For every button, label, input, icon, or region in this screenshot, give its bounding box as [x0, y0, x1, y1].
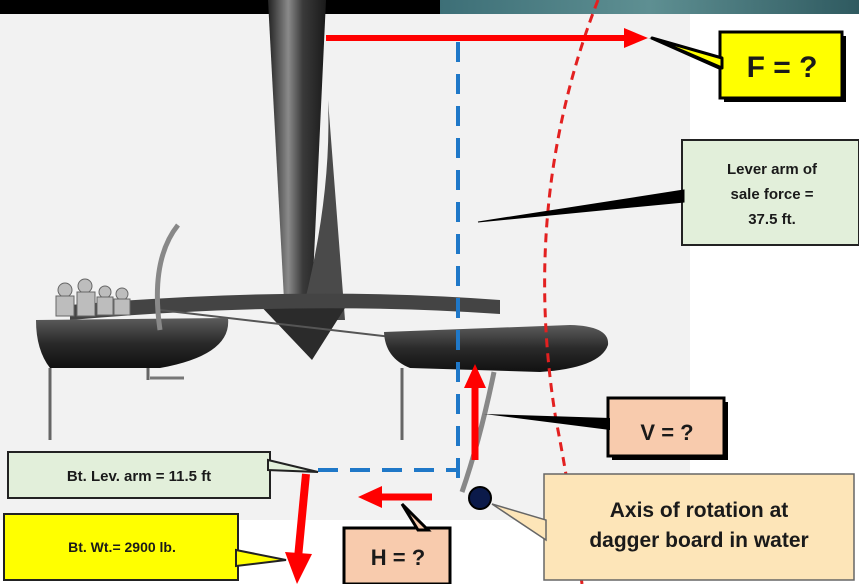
- force-arrow: [326, 28, 648, 48]
- axis-callout: [491, 473, 855, 581]
- boat-weight-label: Bt. Wt.= 2900 lb.: [68, 539, 176, 555]
- water-top-band: [440, 0, 859, 14]
- cross-beam: [70, 293, 500, 320]
- sail-lever-callout: [477, 139, 859, 246]
- daggerboard: [459, 371, 497, 493]
- vertical-callout: [484, 396, 728, 460]
- left-hull: [36, 318, 229, 368]
- vertical-force-label: V = ?: [640, 420, 694, 445]
- jib-sail: [300, 100, 345, 320]
- axis-of-rotation-label: Axis of rotation at dagger board in wate…: [589, 499, 809, 552]
- black-top-band: [0, 0, 440, 14]
- rotation-path: [543, 0, 600, 584]
- pivot-point-icon: [468, 486, 492, 510]
- weight-arrow: [285, 473, 312, 584]
- sail-lever-arm-label: Lever arm of sale force = 37.5 ft.: [726, 160, 818, 228]
- horizontal-arrow: [358, 486, 432, 508]
- crew-figures: [55, 278, 131, 317]
- force-label: F = ?: [746, 51, 818, 84]
- boat-lever-callout: [7, 451, 319, 499]
- right-hull: [384, 325, 609, 372]
- photo-background: [0, 0, 690, 520]
- catamaran-boat: [36, 0, 609, 493]
- force-callout: [648, 30, 846, 102]
- horizontal-force-label: H = ?: [370, 545, 426, 570]
- horizontal-callout: [342, 502, 452, 584]
- vertical-arrow: [464, 364, 486, 460]
- mast-base: [255, 300, 350, 360]
- boat-lever-arm-label: Bt. Lev. arm = 11.5 ft: [66, 467, 212, 485]
- boat-weight-callout: [3, 513, 287, 581]
- wing-mast: [268, 0, 326, 300]
- left-curved-board: [154, 223, 180, 331]
